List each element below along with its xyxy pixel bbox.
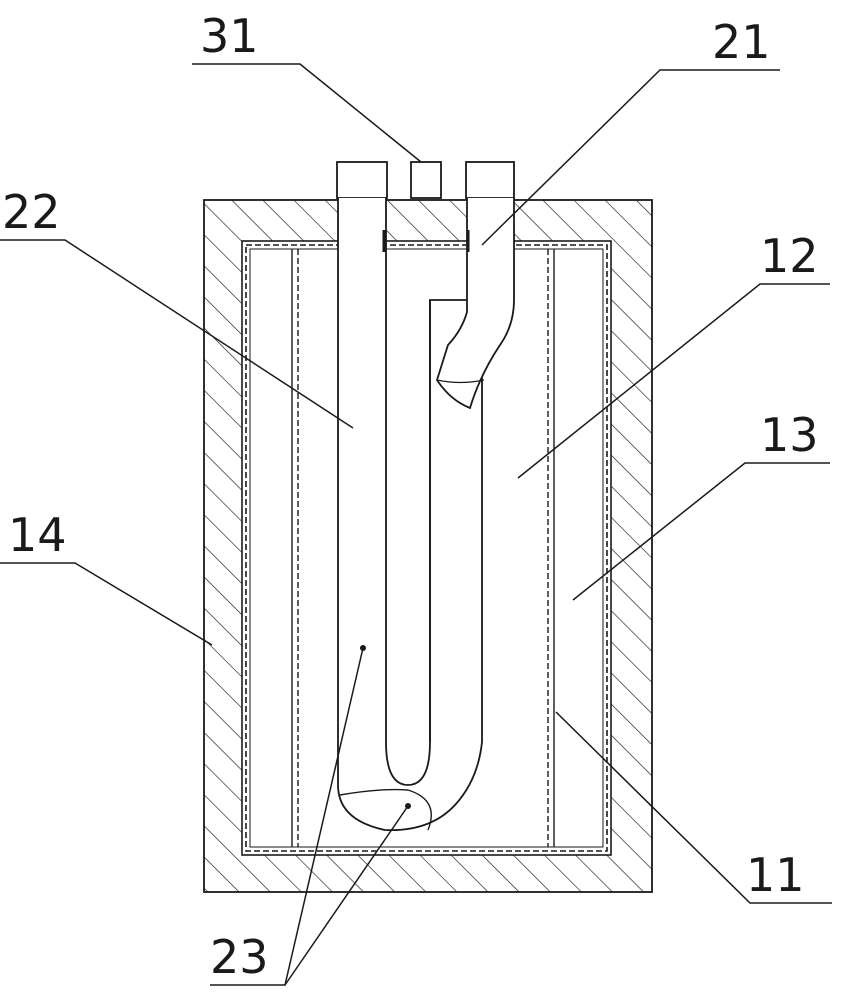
callout-11: 11 (746, 848, 805, 902)
callout-14: 14 (8, 508, 67, 562)
outer-insulation-wall (203, 199, 653, 893)
top-fittings (336, 161, 515, 199)
pipe-flanges (382, 230, 470, 252)
callout-21: 21 (712, 15, 771, 69)
left-partition (291, 249, 299, 847)
right-partition (547, 249, 555, 847)
callout-23: 23 (210, 930, 269, 984)
leader-dots (360, 645, 411, 809)
leader-lines (0, 63, 832, 986)
outlet-pipe (436, 198, 515, 410)
inner-liner (245, 244, 608, 852)
callout-31: 31 (200, 9, 259, 63)
callout-13: 13 (760, 408, 819, 462)
callout-12: 12 (760, 229, 819, 283)
callout-22: 22 (2, 185, 61, 239)
